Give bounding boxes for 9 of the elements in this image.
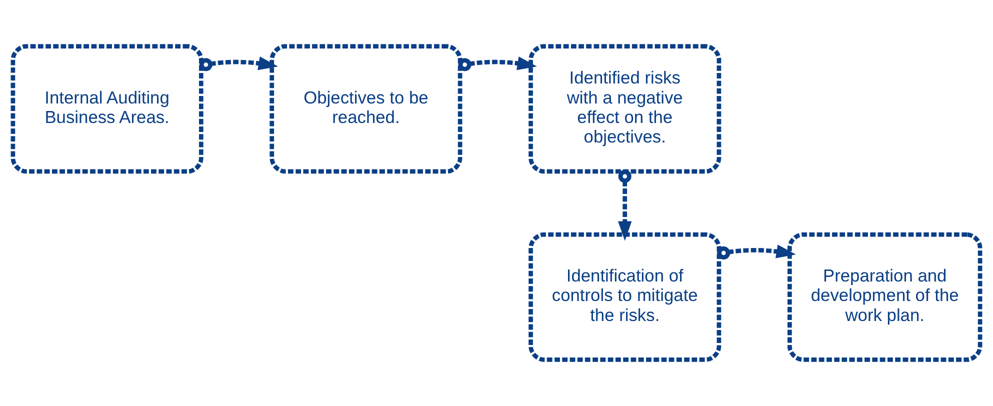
node-box: Identified risks with a negative effect on the objectives. [528, 44, 722, 174]
node-box: Objectives to be reached. [270, 44, 462, 174]
arrow [199, 56, 278, 72]
node-box: Internal Auditing Business Areas. [10, 44, 204, 174]
arrow [717, 244, 796, 260]
node-box: Preparation and development of the work plan. [788, 232, 982, 362]
arrow [618, 170, 632, 241]
arrow [458, 56, 537, 72]
node-box: Identification of controls to mitigate the risks. [528, 232, 722, 362]
